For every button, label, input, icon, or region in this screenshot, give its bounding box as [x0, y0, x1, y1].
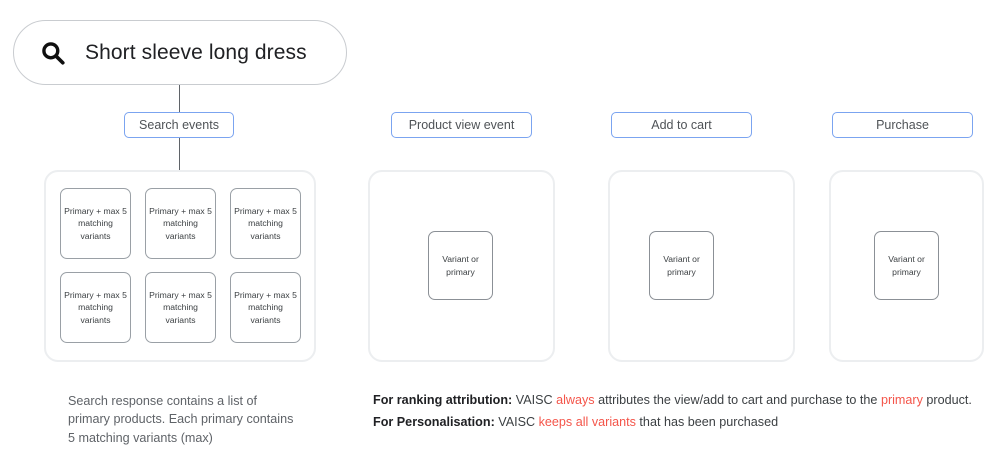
chip-label: Purchase [876, 118, 929, 132]
note-ranking-part1: VAISC [512, 393, 557, 407]
chip-product-view-event[interactable]: Product view event [391, 112, 532, 138]
primary-product-label: Primary + max 5 matching variants [149, 289, 212, 325]
primary-product-box[interactable]: Primary + max 5 matching variants [60, 188, 131, 259]
note-personalisation-highlight: keeps all variants [538, 414, 636, 429]
connector-search-events-to-card [179, 138, 181, 170]
note-personalisation-lead: For Personalisation: [373, 414, 495, 429]
chip-label: Add to cart [651, 118, 712, 132]
note-personalisation-part2: that has been purchased [635, 414, 779, 429]
primary-product-label: Primary + max 5 matching variants [149, 205, 212, 241]
variant-box-label: Variant or primary [663, 253, 700, 277]
note-personalisation-part1: VAISC [494, 414, 539, 429]
search-response-caption: Search response contains a list of prima… [68, 394, 294, 445]
variant-box-product-view[interactable]: Variant or primary [428, 231, 493, 300]
variant-box-label: Variant or primary [442, 253, 479, 277]
primary-product-box[interactable]: Primary + max 5 matching variants [230, 272, 301, 343]
note-ranking-highlight-primary: primary [880, 393, 923, 407]
primary-product-label: Primary + max 5 matching variants [64, 205, 127, 241]
search-query-text: Short sleeve long dress [85, 40, 307, 64]
chip-purchase[interactable]: Purchase [832, 112, 973, 138]
note-ranking-part2: attributes the view/add to cart and purc… [594, 393, 881, 407]
primary-product-box[interactable]: Primary + max 5 matching variants [230, 188, 301, 259]
connector-pill-to-search-events [179, 85, 181, 112]
variant-box-add-to-cart[interactable]: Variant or primary [649, 231, 714, 300]
primary-product-label: Primary + max 5 matching variants [64, 289, 127, 325]
primary-product-box[interactable]: Primary + max 5 matching variants [60, 272, 131, 343]
search-box[interactable]: Short sleeve long dress [13, 20, 347, 85]
attribution-notes: For ranking attribution: VAISC always at… [373, 394, 988, 428]
note-ranking-attribution: For ranking attribution: VAISC always at… [373, 394, 988, 407]
variant-box-label: Variant or primary [888, 253, 925, 277]
note-ranking-lead: For ranking attribution: [373, 393, 513, 407]
primary-products-grid: Primary + max 5 matching variants Primar… [60, 188, 301, 343]
primary-product-label: Primary + max 5 matching variants [234, 289, 297, 325]
primary-product-label: Primary + max 5 matching variants [234, 205, 297, 241]
chip-label: Search events [139, 118, 219, 132]
chip-search-events[interactable]: Search events [124, 112, 234, 138]
note-personalisation: For Personalisation: VAISC keeps all var… [373, 414, 988, 429]
variant-box-purchase[interactable]: Variant or primary [874, 231, 939, 300]
primary-product-box[interactable]: Primary + max 5 matching variants [145, 272, 216, 343]
chip-add-to-cart[interactable]: Add to cart [611, 112, 752, 138]
search-icon [42, 41, 65, 65]
chip-label: Product view event [408, 118, 515, 132]
note-ranking-highlight-always: always [556, 393, 595, 407]
primary-product-box[interactable]: Primary + max 5 matching variants [145, 188, 216, 259]
note-ranking-part3: product. [922, 393, 972, 407]
